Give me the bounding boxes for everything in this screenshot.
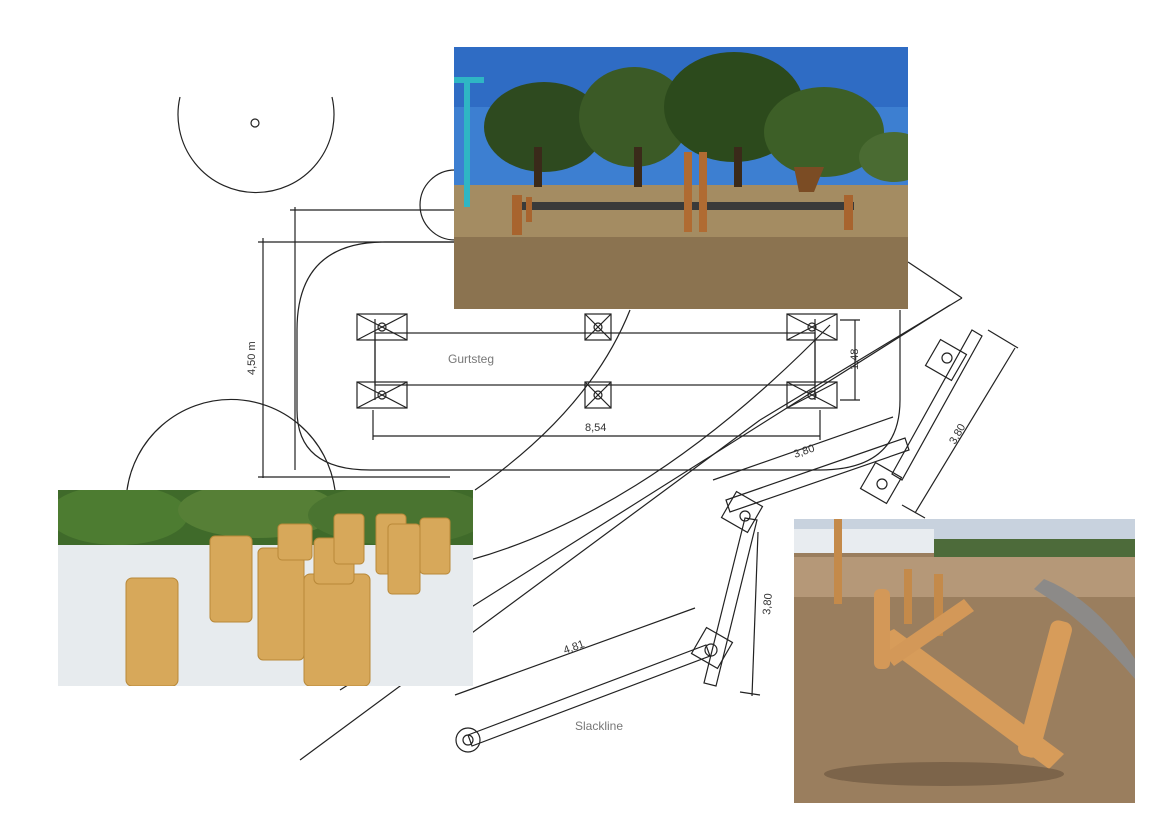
wooden-stumps-photo <box>58 490 473 686</box>
dim-length: 8,54 <box>585 422 606 434</box>
gurtsteg-posts <box>356 313 838 409</box>
post-marker-circle <box>250 118 260 128</box>
dim-width: 1,48 <box>849 349 861 370</box>
safety-area-outline <box>296 241 901 471</box>
fall-zone-arc-mid <box>419 169 456 241</box>
dim-height: 4,50 m <box>246 341 258 375</box>
slackline-label: Slackline <box>575 719 623 733</box>
slackline-structure <box>455 329 983 753</box>
gurtsteg-belt <box>374 332 816 386</box>
dim-slack-mid: 3,80 <box>792 443 816 461</box>
log-balance-photo <box>794 519 1135 803</box>
fall-zone-circle-topleft <box>177 96 335 194</box>
fall-zone-circle-bottomleft <box>126 398 336 491</box>
dim-slack-right: 3,80 <box>947 422 968 447</box>
dim-slack-long: 4,81 <box>562 638 586 657</box>
dim-slack-left: 3,80 <box>761 593 775 615</box>
gurtsteg-label: Gurtsteg <box>448 352 494 366</box>
balance-beam-photo <box>454 47 908 309</box>
fall-zone-arc-large <box>474 309 631 491</box>
